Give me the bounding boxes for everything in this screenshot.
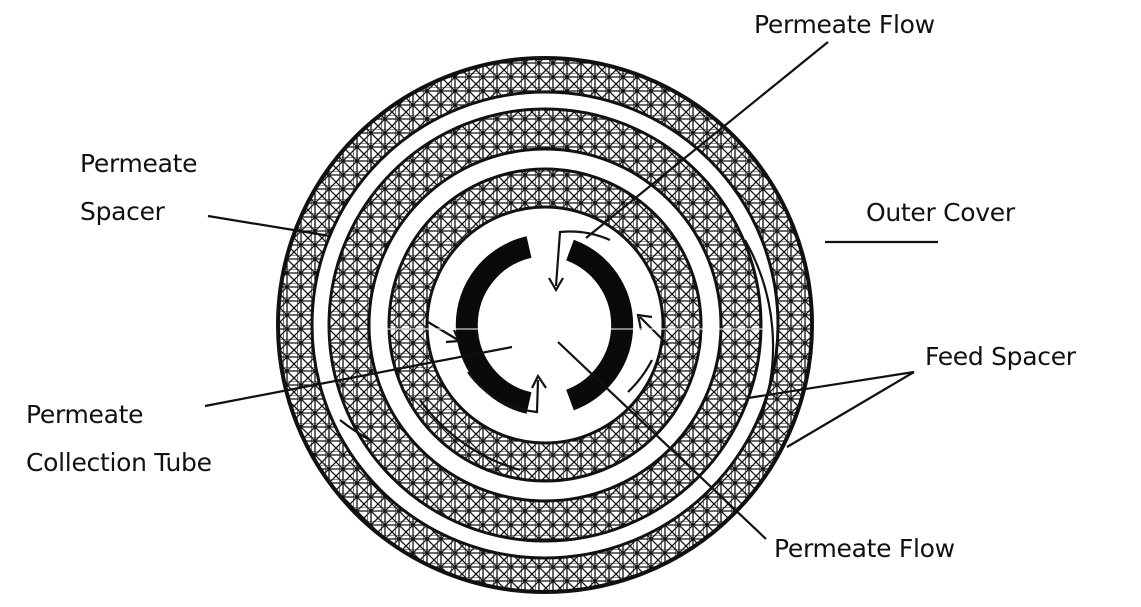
tube-left-half [455,236,532,414]
label-outer-cover: Outer Cover [866,198,1015,227]
label-permeate-flow-bottom: Permeate Flow [774,534,955,563]
outer-ring-mesh [278,58,812,592]
middle-ring-outer-edge [327,107,763,543]
permeate-spacer-gap-outer [314,94,776,556]
flow-arc-bottom [419,399,521,472]
permeate-collection-tube [455,236,634,414]
label-permeate-spacer-line1: Permeate [80,149,198,178]
inner-ring-inner-edge [425,205,665,445]
permeate-flow-arrow-bottom [467,371,540,414]
outer-ring-inner-edge [310,90,780,560]
flow-arc-right [627,359,653,393]
label-permeate-collection-line2: Collection Tube [26,448,212,477]
inner-ring-outer-edge [387,167,703,483]
label-permeate-spacer-line2: Spacer [80,197,165,226]
leader-permeate-flow-bottom [557,341,767,540]
flow-arrow-right [639,316,669,346]
leader-lines [204,41,938,540]
membrane-rings [276,56,814,594]
leader-feed-spacer-2 [786,371,915,448]
leader-feed-spacer-1 [747,370,915,400]
label-permeate-flow-top: Permeate Flow [754,10,935,39]
label-permeate-collection-line1: Permeate [26,400,144,429]
middle-ring-mesh [329,109,761,541]
leader-permeate-spacer [207,214,331,238]
flow-arc-left-outer [339,419,371,441]
flow-arc-outer-right [744,239,775,421]
inner-ring-mesh [390,170,700,480]
leader-permeate-flow-top [585,41,829,239]
permeate-flow-arrow-top [554,230,611,287]
middle-ring-inner-edge [367,147,723,503]
outer-cover-edge [276,56,814,594]
flow-arrow-left [427,321,459,341]
label-feed-spacer: Feed Spacer [925,342,1076,371]
leader-permeate-collection [204,345,513,408]
flow-arrows [339,230,775,472]
tube-right-half [565,239,634,411]
